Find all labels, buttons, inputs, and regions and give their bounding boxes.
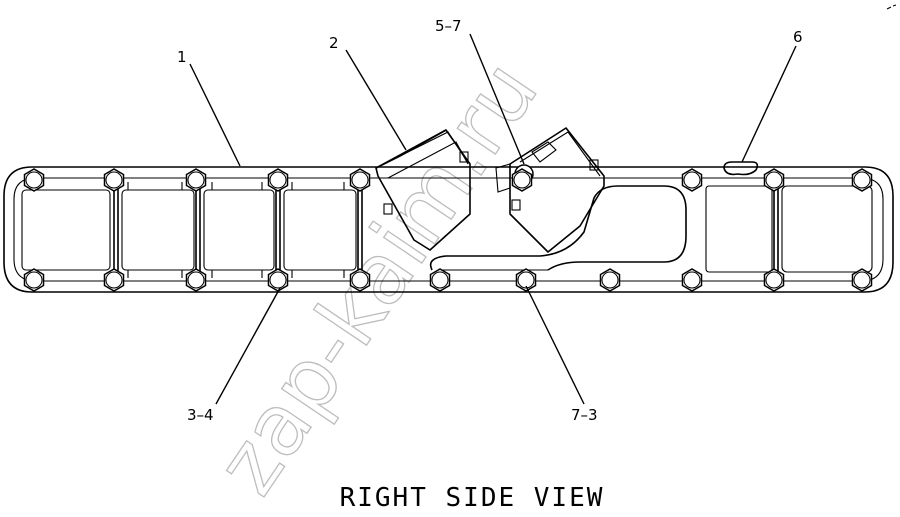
bolt-head-top-4 bbox=[349, 168, 371, 192]
leader-1 bbox=[189, 63, 241, 167]
leader-2 bbox=[345, 49, 407, 151]
bolt-head-bottom-4 bbox=[349, 268, 371, 292]
scan-mark bbox=[886, 4, 897, 10]
port-windows-right bbox=[705, 182, 873, 276]
leader-lines bbox=[189, 33, 797, 405]
bolt-head-top-3 bbox=[267, 168, 289, 192]
leader-6 bbox=[741, 45, 797, 163]
bolt-head-bottom-6 bbox=[515, 268, 537, 292]
bolt-head-top-8 bbox=[851, 168, 873, 192]
callout-2: 2 bbox=[329, 34, 339, 52]
elbow-tube-2 bbox=[375, 129, 471, 251]
item-6-mark bbox=[723, 161, 759, 176]
gasket-outline-outer bbox=[3, 166, 894, 293]
bolt-head-top-6 bbox=[681, 168, 703, 192]
callout-1: 1 bbox=[177, 48, 187, 66]
center-passage bbox=[429, 185, 687, 271]
bolt-head-bottom-0 bbox=[23, 268, 45, 292]
callout-3-4: 3–4 bbox=[187, 406, 214, 424]
callout-7-3: 7–3 bbox=[571, 406, 598, 424]
bolt-head-bottom-10 bbox=[851, 268, 873, 292]
bolt-head-top-2 bbox=[185, 168, 207, 192]
bolt-head-top-5 bbox=[511, 168, 533, 192]
bolt-head-bottom-2 bbox=[185, 268, 207, 292]
bolt-head-bottom-8 bbox=[681, 268, 703, 292]
bolt-head-bottom-3 bbox=[267, 268, 289, 292]
callout-5-7: 5–7 bbox=[435, 17, 462, 35]
leader-3-4 bbox=[215, 287, 281, 405]
leader-7-3 bbox=[525, 285, 585, 405]
bolt-head-bottom-1 bbox=[103, 268, 125, 292]
callout-6: 6 bbox=[793, 28, 803, 46]
port-windows-left bbox=[21, 182, 363, 278]
view-title: RIGHT SIDE VIEW bbox=[340, 483, 605, 513]
leader-5-7 bbox=[469, 33, 525, 165]
bolt-head-bottom-7 bbox=[599, 268, 621, 292]
bolt-head-bottom-9 bbox=[763, 268, 785, 292]
bolt-head-top-1 bbox=[103, 168, 125, 192]
bolt-head-top-7 bbox=[763, 168, 785, 192]
bolt-head-top-0 bbox=[23, 168, 45, 192]
bolt-head-bottom-5 bbox=[429, 268, 451, 292]
